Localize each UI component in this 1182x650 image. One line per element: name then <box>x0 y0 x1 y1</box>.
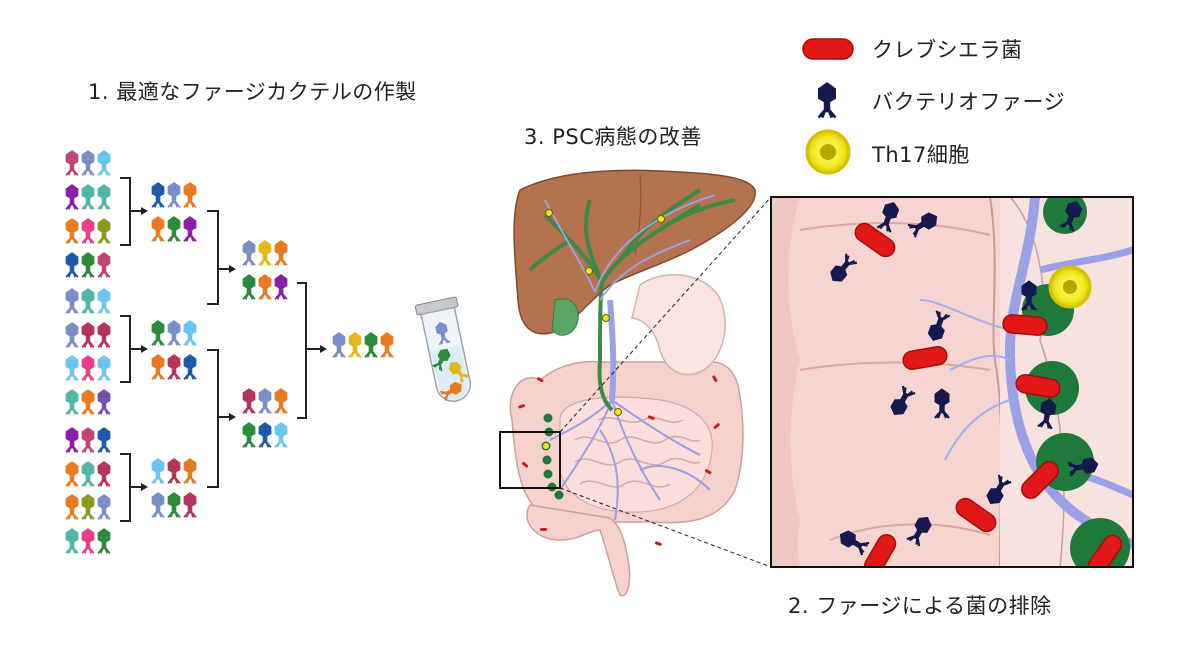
phage-icon <box>97 251 111 279</box>
phage-icon <box>65 493 79 521</box>
phage-icon <box>65 183 79 211</box>
phage-icon <box>380 331 394 359</box>
phage-icon <box>65 354 79 382</box>
phage-icon <box>167 353 181 381</box>
legend-th17-icon <box>805 129 851 175</box>
bracket-lines <box>120 177 320 522</box>
bracket-arrowheads <box>141 207 327 491</box>
phage-icon <box>65 388 79 416</box>
phage-icon <box>97 217 111 245</box>
zoomed-panel-border <box>770 196 1134 568</box>
phage-icon <box>258 421 272 449</box>
phage-icon <box>81 527 95 555</box>
legend-bacterium-label: クレブシエラ菌 <box>872 38 1023 62</box>
phage-icon <box>81 251 95 279</box>
legend-bacterium-icon <box>802 38 854 60</box>
phage-icon <box>258 239 272 267</box>
zoom-source-box <box>499 431 561 489</box>
phage-icon <box>183 353 197 381</box>
phage-icon <box>258 387 272 415</box>
phage-icon <box>81 354 95 382</box>
phage-icon <box>258 273 272 301</box>
phage-icon <box>167 491 181 519</box>
phage-icon <box>242 421 256 449</box>
phage-icon <box>81 460 95 488</box>
phage-icon <box>81 321 95 349</box>
phage-icon <box>274 273 288 301</box>
phage-icon <box>81 183 95 211</box>
phage-icon <box>151 491 165 519</box>
phage-icon <box>183 215 197 243</box>
phage-icon <box>97 388 111 416</box>
phage-icon <box>97 426 111 454</box>
phage-icon <box>81 493 95 521</box>
phage-icon <box>167 319 181 347</box>
intestine-illustration <box>509 274 744 597</box>
phage-icon <box>242 273 256 301</box>
zoomed-intestine-panel <box>771 197 1133 567</box>
phage-icon <box>65 426 79 454</box>
phage-icon <box>183 181 197 209</box>
phage-icon <box>97 321 111 349</box>
phage-icon <box>274 239 288 267</box>
phage-cocktail-groups <box>65 149 394 555</box>
phage-cocktail-test-tube <box>414 296 472 402</box>
phage-icon <box>97 493 111 521</box>
phage-icon <box>274 421 288 449</box>
phage-icon <box>274 387 288 415</box>
legend-th17-label: Th17細胞 <box>872 143 970 167</box>
phage-icon <box>167 215 181 243</box>
phage-icon <box>183 491 197 519</box>
phage-icon <box>348 331 362 359</box>
phage-icon <box>97 149 111 177</box>
phage-icon <box>332 331 346 359</box>
phage-icon <box>97 460 111 488</box>
step3-label: 3. PSC病態の改善 <box>524 125 702 149</box>
phage-icon <box>151 215 165 243</box>
step1-label: 1. 最適なファージカクテルの作製 <box>88 80 417 104</box>
phage-icon <box>81 388 95 416</box>
phage-icon <box>183 319 197 347</box>
phage-icon <box>151 353 165 381</box>
phage-icon <box>97 354 111 382</box>
phage-icon <box>151 457 165 485</box>
phage-icon <box>65 460 79 488</box>
phage-icon <box>81 287 95 315</box>
phage-icon <box>97 183 111 211</box>
liver-illustration <box>513 169 756 416</box>
phage-icon <box>242 387 256 415</box>
phage-icon <box>364 331 378 359</box>
legend-phage-label: バクテリオファージ <box>872 90 1066 114</box>
phage-icon <box>183 457 197 485</box>
phage-icon <box>65 251 79 279</box>
legend-phage-icon <box>817 81 837 119</box>
phage-icon <box>151 181 165 209</box>
phage-icon <box>65 321 79 349</box>
phage-icon <box>97 527 111 555</box>
phage-icon <box>65 527 79 555</box>
phage-icon <box>242 239 256 267</box>
phage-icon <box>151 319 165 347</box>
phage-icon <box>81 149 95 177</box>
phage-icon <box>81 217 95 245</box>
phage-icon <box>97 287 111 315</box>
phage-icon <box>65 217 79 245</box>
phage-icon <box>81 426 95 454</box>
zoom-guide-lines <box>559 196 772 568</box>
phage-icon <box>65 149 79 177</box>
step2-label: 2. ファージによる菌の排除 <box>788 594 1052 618</box>
phage-icon <box>167 457 181 485</box>
phage-icon <box>167 181 181 209</box>
phage-icon <box>65 287 79 315</box>
